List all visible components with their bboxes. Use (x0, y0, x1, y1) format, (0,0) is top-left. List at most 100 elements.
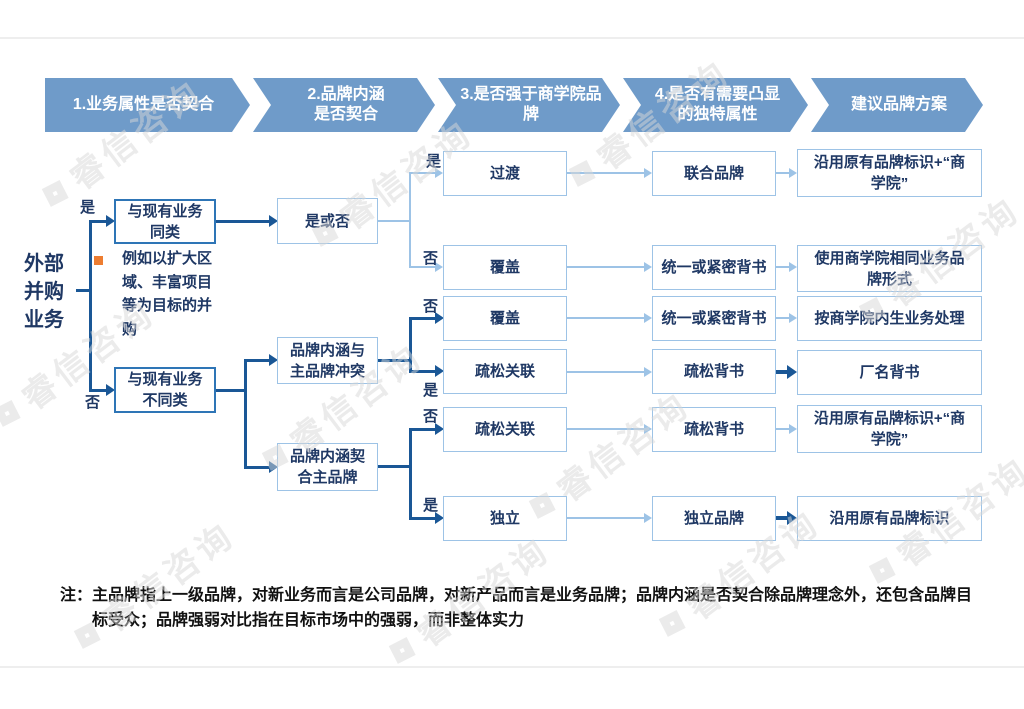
top-divider (0, 37, 1024, 39)
watermark-logo-icon (388, 636, 416, 664)
footnote-text: 主品牌指上一级品牌，对新业务而言是公司品牌，对新产品而言是业务品牌；品牌内涵是否… (92, 587, 973, 629)
connector-line (776, 516, 787, 520)
connector-line (76, 289, 90, 292)
result-keep-logo-school-1: 沿用原有品牌标识+“商 学院” (797, 149, 982, 197)
arrowhead (644, 367, 652, 377)
arrowhead (435, 168, 443, 178)
step-5-recommendation: 建议品牌方案 (811, 78, 983, 132)
arrowhead (787, 365, 797, 379)
connector-line (409, 317, 435, 320)
arrowhead (787, 511, 797, 525)
result-factory-name-endorse: 厂名背书 (797, 350, 982, 395)
arrowhead (644, 262, 652, 272)
branch-label-yes: 是 (423, 497, 439, 514)
branch-label-yes: 是 (423, 382, 439, 399)
result-keep-logo-school-2: 沿用原有品牌标识+“商 学院” (797, 405, 982, 453)
connector-line (776, 317, 789, 319)
connector-line (244, 359, 269, 362)
connector-line (776, 370, 787, 374)
arrowhead (435, 312, 444, 324)
connector-line (216, 389, 245, 392)
arrowhead (269, 354, 278, 366)
branch-label-no: 否 (423, 298, 439, 315)
flow-node-same-business: 与现有业务 同类 (114, 199, 216, 244)
flow-node-independent: 独立 (443, 496, 567, 541)
flow-node-joint-brand: 联合品牌 (652, 151, 776, 196)
flow-node-cover-1: 覆盖 (443, 245, 567, 290)
connector-line (409, 172, 411, 268)
branch-label-yes: 是 (80, 199, 96, 216)
arrowhead (789, 424, 797, 434)
arrowhead (269, 461, 278, 473)
connector-line (776, 172, 789, 174)
process-header: 1.业务属性是否契合 2.品牌内涵 是否契合 3.是否强于商学院品 牌 4.是否… (45, 78, 983, 132)
branch-label-no: 否 (85, 394, 101, 411)
connector-line (378, 359, 411, 362)
arrowhead (106, 384, 115, 396)
arrowhead (435, 262, 443, 272)
connector-line (409, 517, 435, 520)
bottom-divider (0, 666, 1024, 668)
flow-node-loose-link-2: 疏松关联 (443, 407, 567, 452)
watermark-logo-icon (41, 179, 69, 207)
connector-line (378, 465, 411, 468)
flow-node-cover-2: 覆盖 (443, 296, 567, 341)
result-keep-logo: 沿用原有品牌标识 (797, 496, 982, 541)
connector-line (409, 370, 435, 373)
footnote: 注： 主品牌指上一级品牌，对新业务而言是公司品牌，对新产品而言是业务品牌；品牌内… (60, 584, 982, 634)
connector-line (409, 428, 435, 431)
connector-line (776, 428, 789, 430)
connector-line (216, 220, 269, 223)
connector-line (567, 317, 644, 319)
flow-node-transition: 过渡 (443, 151, 567, 196)
arrowhead (789, 313, 797, 323)
arrowhead (644, 424, 652, 434)
arrowhead (435, 423, 444, 435)
result-same-business-brand-form: 使用商学院相同业务品 牌形式 (797, 245, 982, 292)
branch-label-no: 否 (423, 408, 439, 425)
result-internal-business: 按商学院内生业务处理 (797, 296, 982, 341)
branch-label-no: 否 (423, 250, 439, 267)
connector-line (567, 172, 644, 174)
flow-node-loose-link-1: 疏松关联 (443, 349, 567, 394)
orange-bullet (94, 256, 103, 265)
footnote-prefix: 注： (60, 587, 93, 604)
connector-line (409, 266, 435, 268)
flow-node-tight-endorse-2: 统一或紧密背书 (652, 296, 776, 341)
connector-line (567, 266, 644, 268)
connector-line (89, 220, 106, 223)
connector-line (244, 359, 247, 467)
flow-node-loose-endorse-2: 疏松背书 (652, 407, 776, 452)
connector-line (409, 428, 412, 519)
connector-line (409, 317, 412, 373)
watermark-logo-icon (868, 556, 896, 584)
arrowhead (106, 215, 115, 227)
flow-node-fits-main-brand: 品牌内涵契 合主品牌 (277, 443, 378, 491)
connector-line (567, 371, 644, 373)
watermark-logo-icon (0, 399, 21, 427)
arrowhead (644, 513, 652, 523)
connector-line (567, 428, 644, 430)
annotation-text: 例如以扩大区 域、丰富项目 等为目标的并 购 (122, 250, 213, 339)
connector-line (89, 220, 92, 391)
arrowhead (435, 365, 444, 377)
connector-line (244, 466, 269, 469)
flow-node-independent-brand: 独立品牌 (652, 496, 776, 541)
connector-line (409, 172, 435, 174)
flow-node-yes-or-no: 是或否 (277, 198, 378, 244)
connector-line (567, 517, 644, 519)
arrowhead (789, 262, 797, 272)
step-1-business-fit: 1.业务属性是否契合 (45, 78, 250, 132)
connector-line (776, 266, 789, 268)
flow-node-tight-endorse-1: 统一或紧密背书 (652, 245, 776, 290)
flow-node-conflict-main-brand: 品牌内涵与 主品牌冲突 (277, 337, 378, 384)
arrowhead (789, 168, 797, 178)
arrowhead (269, 215, 278, 227)
connector-line (378, 220, 411, 222)
step-4-unique-attributes: 4.是否有需要凸显 的独特属性 (623, 78, 808, 132)
arrowhead (435, 512, 444, 524)
root-node-label: 外部 并购 业务 (24, 253, 64, 331)
step-3-stronger-than-school: 3.是否强于商学院品 牌 (438, 78, 620, 132)
step-2-brand-connotation: 2.品牌内涵 是否契合 (253, 78, 435, 132)
